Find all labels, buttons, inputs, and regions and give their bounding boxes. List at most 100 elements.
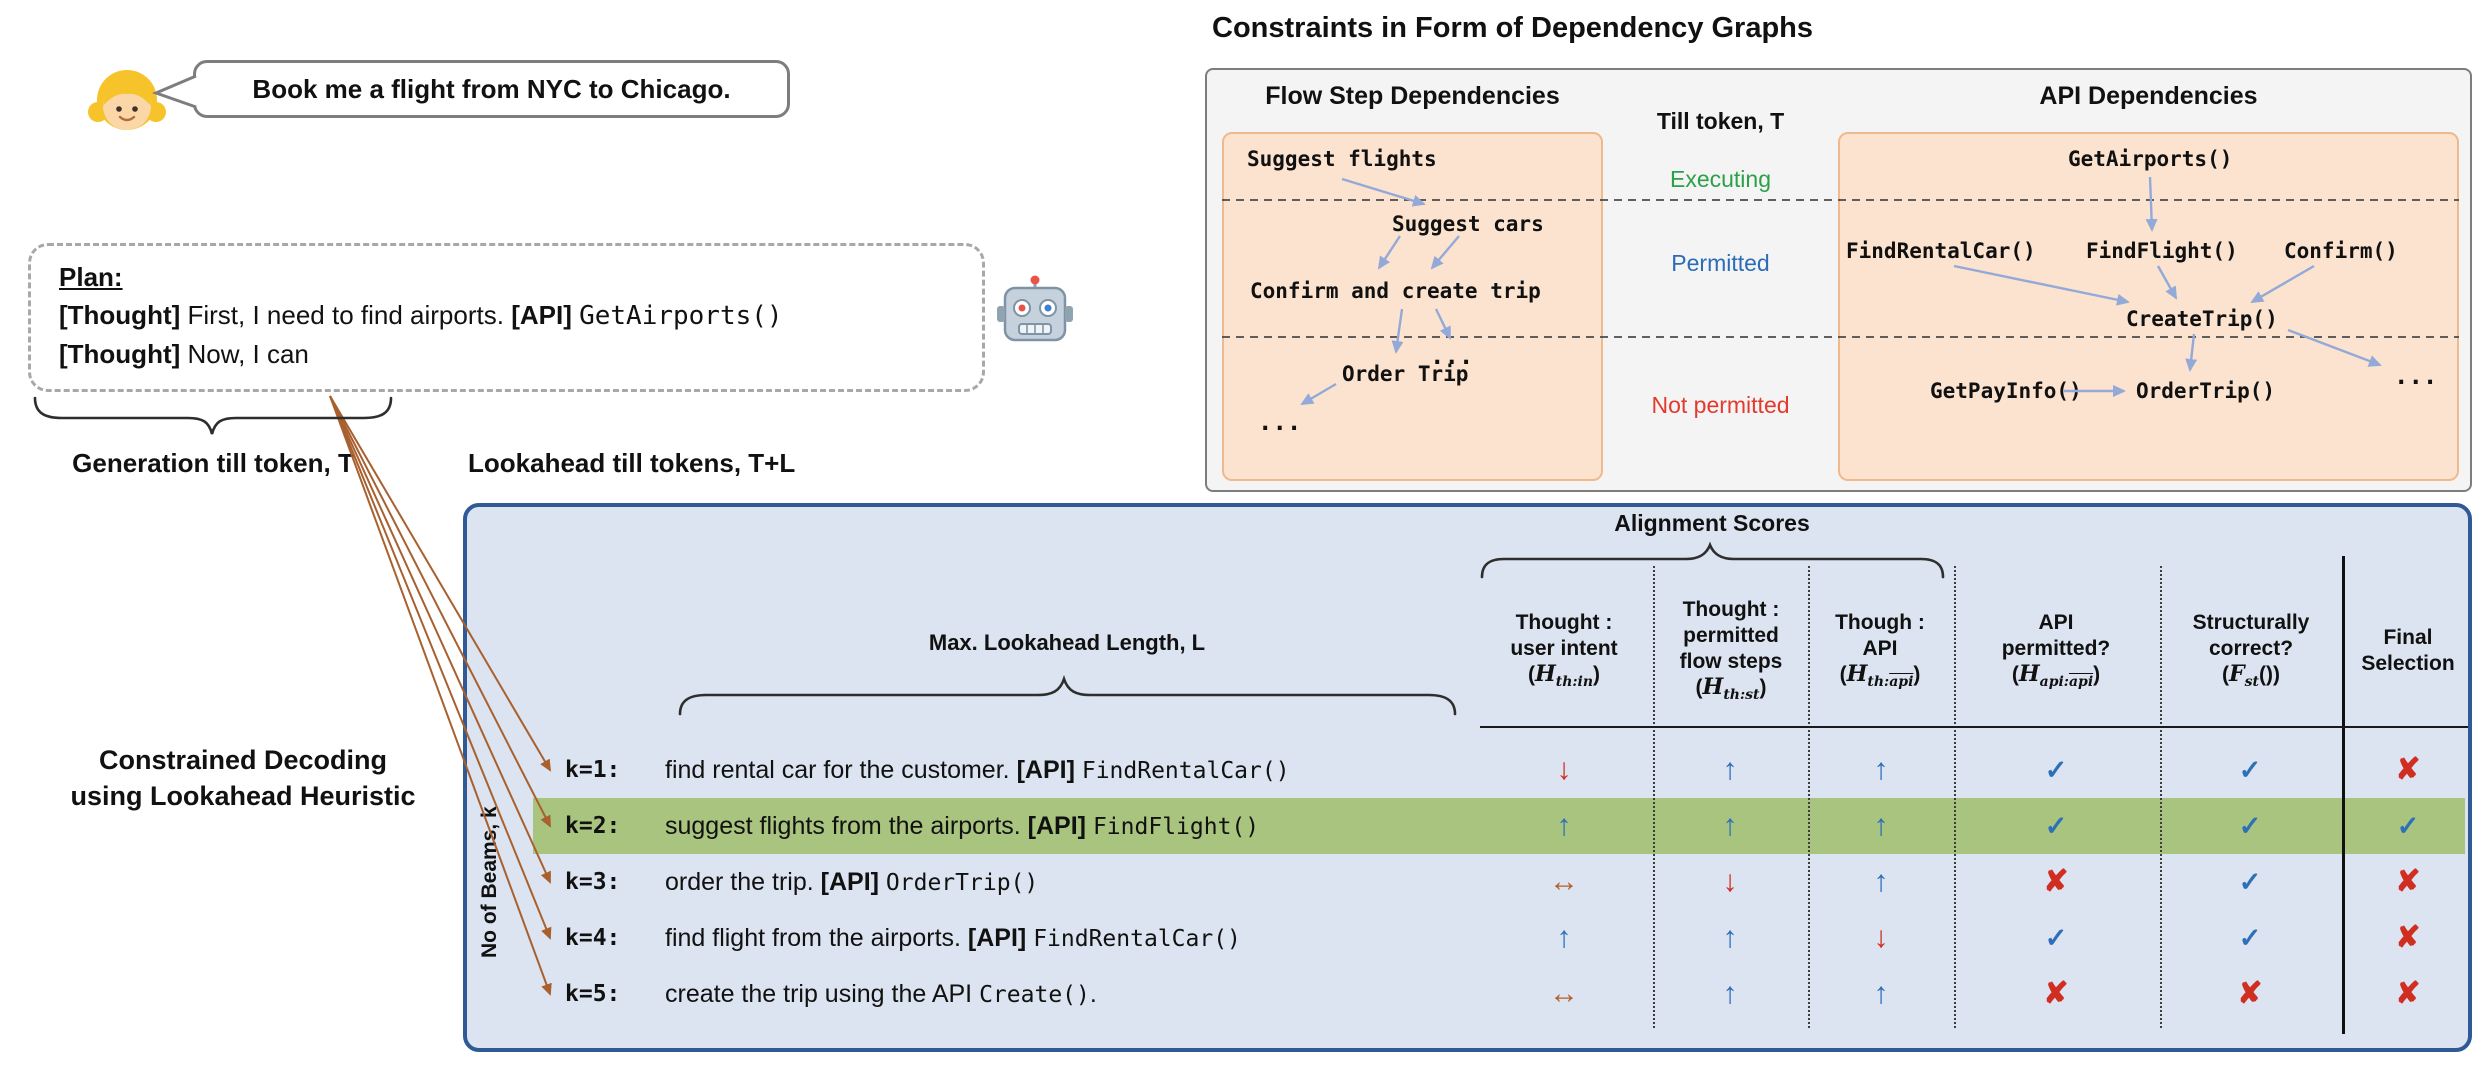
till-token-label: Till token, T (1656, 108, 1785, 134)
column-separator-dotted (1808, 566, 1810, 1028)
col-header-api-permitted: API permitted? (Hapi:api) (1960, 578, 2152, 724)
beam-k-label: k=5: (565, 981, 621, 1007)
score-api-permitted: ✓ (2044, 923, 2068, 953)
flow-node-suggest-flights: Suggest flights (1247, 147, 1437, 171)
score-final-selection: ✘ (2395, 921, 2421, 954)
score-structurally-correct: ✓ (2238, 811, 2262, 841)
api-dependencies-title: API Dependencies (2039, 82, 2258, 110)
score-final-selection: ✓ (2396, 811, 2420, 841)
header-line: flow steps (1679, 649, 1783, 673)
girl-face-icon (88, 70, 166, 130)
score-thought-flow: ↓ (1722, 865, 1738, 898)
beam-k-label: k=1: (565, 757, 621, 783)
flow-ellipsis-mid: ... (1430, 342, 1474, 370)
plan-line1-text: First, I need to find airports. (180, 300, 512, 330)
col-header-thought-api: Though : API (Hth:api) (1812, 578, 1948, 724)
beam-row-1: k=1: find rental car for the customer. [… (463, 742, 2469, 798)
thought-tag: [Thought] (59, 339, 181, 369)
header-underline (1480, 726, 2468, 728)
header-formula: (Hth:in) (1527, 661, 1601, 691)
col-header-structurally-correct: Structurally correct? (Fst()) (2166, 578, 2336, 724)
score-api-permitted: ✘ (2043, 977, 2069, 1010)
header-line: Structurally (2192, 611, 2310, 635)
alignment-scores-title: Alignment Scores (1614, 510, 1810, 536)
user-message-bubble: Book me a flight from NYC to Chicago. (193, 60, 790, 118)
beam-k-label: k=4: (565, 925, 621, 951)
beam-candidate-text: create the trip using the API Create(). (665, 980, 1097, 1008)
score-structurally-correct: ✘ (2237, 977, 2263, 1010)
api-node-get-airports: GetAirports() (2068, 147, 2233, 171)
score-final-selection: ✘ (2395, 977, 2421, 1010)
user-message-text: Book me a flight from NYC to Chicago. (252, 73, 731, 104)
beam-row-5: k=5: create the trip using the API Creat… (463, 966, 2469, 1022)
score-thought-api: ↑ (1873, 753, 1889, 786)
plan-line1-code: GetAirports() (579, 301, 783, 331)
score-thought-api: ↑ (1873, 809, 1889, 842)
beam-candidate-text: find rental car for the customer. [API] … (665, 756, 1290, 784)
api-node-find-flight: FindFlight() (2086, 239, 2238, 263)
plan-bubble: Plan: [Thought] First, I need to find ai… (28, 243, 985, 392)
score-final-selection: ✘ (2395, 753, 2421, 786)
column-separator-dotted (2160, 566, 2162, 1028)
beam-row-3: k=3: order the trip. [API] OrderTrip() ↔… (463, 854, 2469, 910)
score-thought-flow: ↑ (1722, 809, 1738, 842)
constraints-title: Constraints in Form of Dependency Graphs (1212, 12, 1814, 44)
lookahead-table-box (463, 503, 2472, 1052)
header-line: API (2038, 611, 2074, 635)
header-line: Selection (2361, 652, 2455, 675)
api-node-find-rental-car: FindRentalCar() (1846, 239, 2036, 263)
api-node-create-trip: CreateTrip() (2126, 307, 2278, 331)
thought-tag: [Thought] (59, 300, 181, 330)
beam-k-label: k=3: (565, 869, 621, 895)
generation-underbrace (33, 396, 393, 435)
header-line: API (1862, 636, 1898, 660)
header-formula: (Fst()) (2222, 661, 2280, 691)
plan-title-line: Plan: (59, 258, 954, 296)
flow-node-order-trip: Order Trip (1342, 362, 1469, 386)
header-line: Thought : (1682, 598, 1780, 622)
beam-candidate-text: order the trip. [API] OrderTrip() (665, 868, 1039, 896)
header-line: permitted? (2001, 636, 2111, 660)
plan-title: Plan: (59, 262, 123, 292)
beam-row-4: k=4: find flight from the airports. [API… (463, 910, 2469, 966)
score-thought-intent: ↔ (1549, 977, 1579, 1010)
column-separator-dotted (1653, 566, 1655, 1028)
score-thought-intent: ↑ (1556, 921, 1572, 954)
selected-beam-highlight (533, 798, 2465, 854)
max-lookahead-title: Max. Lookahead Length, L (928, 630, 1206, 655)
score-thought-api: ↑ (1873, 977, 1889, 1010)
constrained-decoding-line1: Constrained Decoding (98, 745, 388, 775)
score-thought-api: ↑ (1873, 865, 1889, 898)
score-thought-intent: ↓ (1556, 753, 1572, 786)
flow-ellipsis-bottom: ... (1258, 408, 1302, 436)
flow-dependencies-title: Flow Step Dependencies (1265, 82, 1560, 110)
constrained-decoding-label: Constrained Decoding using Lookahead Heu… (28, 742, 458, 815)
header-line: correct? (2208, 636, 2294, 660)
beam-k-label: k=2: (565, 813, 621, 839)
header-line: Thought : (1515, 611, 1613, 635)
lookahead-label: Lookahead till tokens, T+L (468, 448, 796, 478)
api-tag: [API] (511, 300, 580, 330)
api-ellipsis: ... (2394, 362, 2438, 390)
robot-avatar-icon (993, 274, 1077, 350)
score-thought-flow: ↑ (1722, 921, 1738, 954)
score-api-permitted: ✓ (2044, 755, 2068, 785)
constrained-decoding-line2: using Lookahead Heuristic (70, 781, 416, 812)
col-header-thought-flow-steps: Thought : permitted flow steps (Hth:st) (1658, 578, 1804, 724)
plan-line-2: [Thought] Now, I can (59, 335, 954, 373)
flow-node-suggest-cars: Suggest cars (1392, 212, 1544, 236)
header-line: permitted (1683, 624, 1779, 648)
header-formula: (Hth:api) (1839, 661, 1921, 691)
beam-candidate-text: find flight from the airports. [API] Fin… (665, 924, 1241, 952)
api-node-order-trip: OrderTrip() (2136, 379, 2276, 403)
score-thought-api: ↓ (1873, 921, 1889, 954)
header-formula: (Hapi:api) (2011, 661, 2101, 691)
column-separator-dotted (1954, 566, 1956, 1028)
col-header-thought-user-intent: Thought : user intent (Hth:in) (1478, 578, 1650, 724)
header-line: Final (2383, 626, 2433, 650)
header-formula: (Hth:st) (1695, 674, 1767, 704)
score-api-permitted: ✘ (2043, 865, 2069, 898)
beam-candidate-text: suggest flights from the airports. [API]… (665, 812, 1260, 840)
score-thought-flow: ↑ (1722, 977, 1738, 1010)
